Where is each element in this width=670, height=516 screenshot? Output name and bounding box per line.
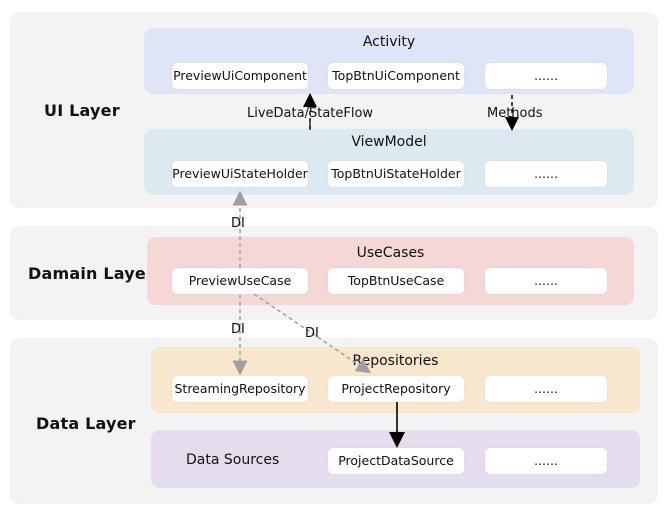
topbtn-ui-state-holder-box: TopBtnUiStateHolder bbox=[328, 161, 464, 187]
topbtn-ui-component-box: TopBtnUiComponent bbox=[328, 63, 464, 89]
activity-title: Activity bbox=[362, 34, 416, 50]
di-label-diagonal: DI bbox=[305, 326, 319, 341]
streaming-repository-box: StreamingRepository bbox=[172, 376, 308, 402]
project-datasource-box: ProjectDataSource bbox=[328, 448, 464, 474]
data-layer-label: Data Layer bbox=[36, 414, 136, 433]
usecases-more-box: ...... bbox=[485, 268, 607, 294]
datasources-more-box: ...... bbox=[485, 448, 607, 474]
usecases-title: UseCases bbox=[356, 245, 425, 261]
methods-label: Methods bbox=[487, 106, 543, 121]
viewmodel-more-box: ...... bbox=[485, 161, 607, 187]
domain-layer-label: Damain Layer bbox=[28, 264, 155, 283]
preview-ui-state-holder-box: PreviewUiStateHolder bbox=[172, 161, 308, 187]
preview-ui-component-box: PreviewUiComponent bbox=[172, 63, 308, 89]
topbtn-usecase-box: TopBtnUseCase bbox=[328, 268, 464, 294]
di-label-up: DI bbox=[231, 216, 245, 231]
repositories-more-box: ...... bbox=[485, 376, 607, 402]
project-repository-box: ProjectRepository bbox=[328, 376, 464, 402]
viewmodel-title: ViewModel bbox=[351, 134, 427, 150]
datasources-title: Data Sources bbox=[186, 452, 280, 468]
livedata-label: LiveData/StateFlow bbox=[247, 106, 374, 121]
di-label-down: DI bbox=[231, 322, 245, 337]
ui-layer-label: UI Layer bbox=[44, 101, 120, 120]
activity-more-box: ...... bbox=[485, 63, 607, 89]
preview-usecase-box: PreviewUseCase bbox=[172, 268, 308, 294]
repositories-title: Repositories bbox=[352, 353, 439, 369]
